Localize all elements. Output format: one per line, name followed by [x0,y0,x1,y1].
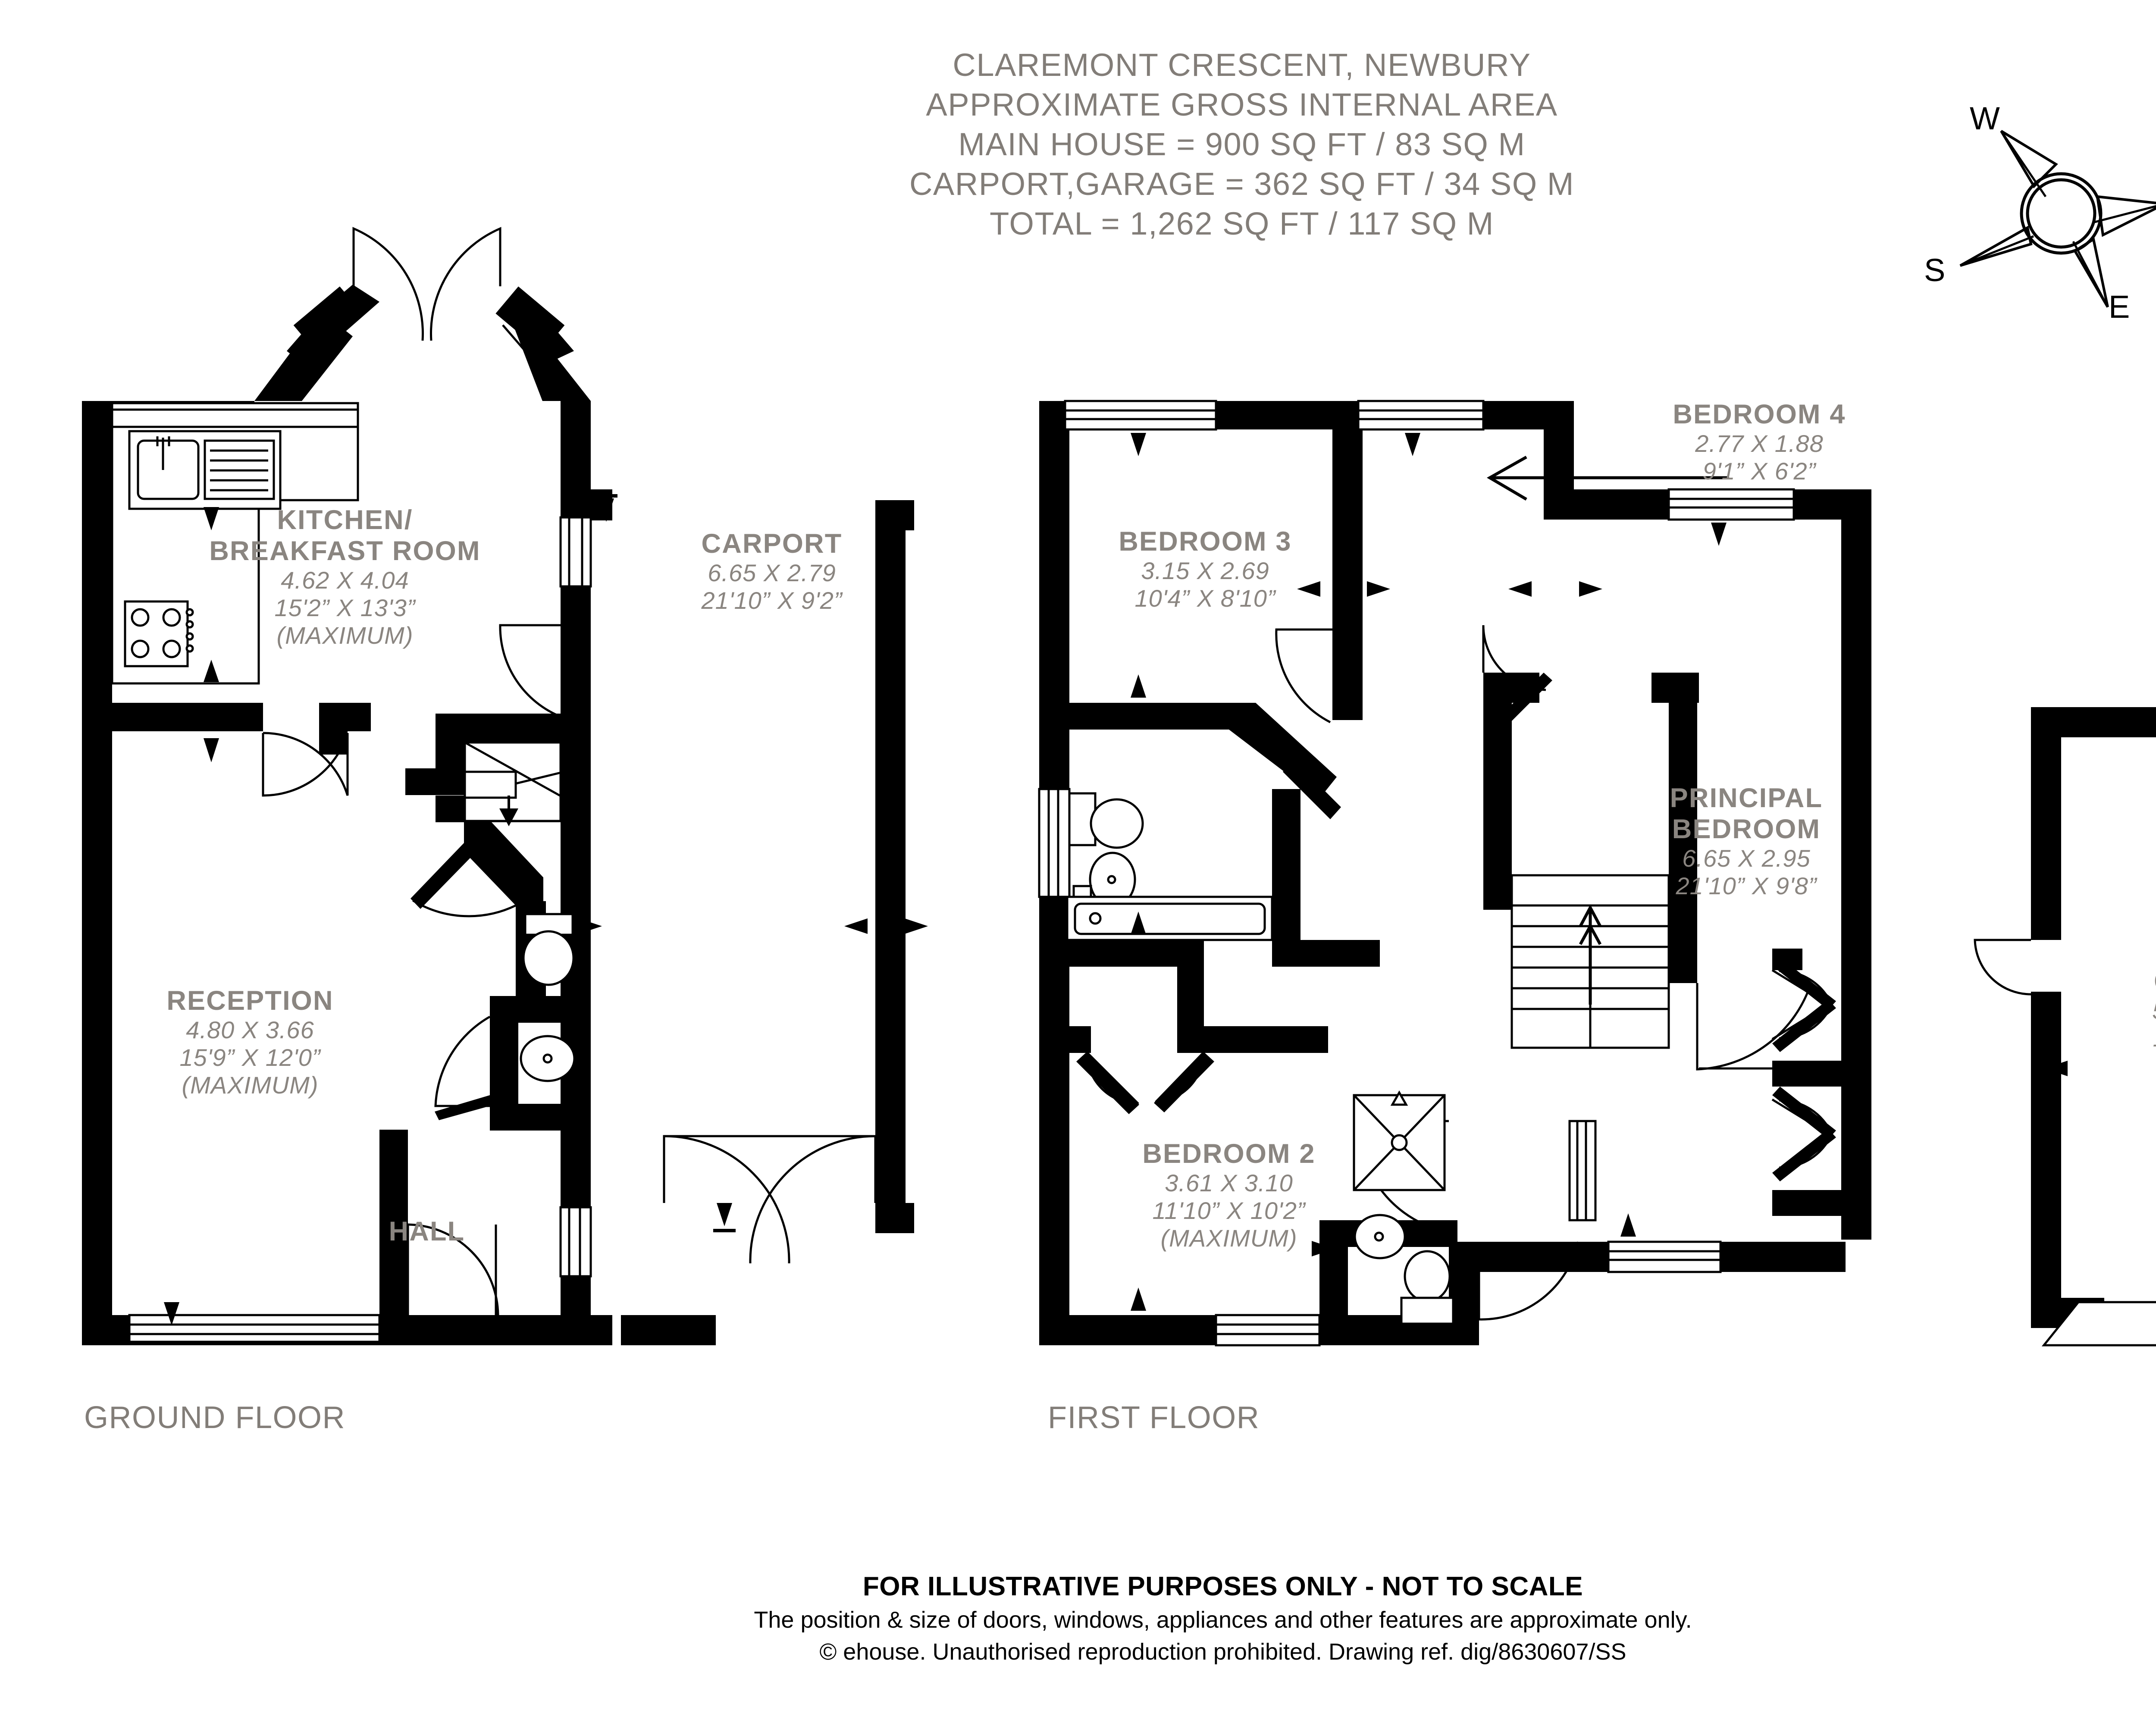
ground-direction-markers [87,494,928,1325]
carport-name: CARPORT [701,529,843,559]
header-main-house-area: MAIN HOUSE = 900 SQ FT / 83 SQ M [958,126,1526,162]
principal-name-line2: BEDROOM [1672,814,1821,844]
principal-bedroom-window [1607,1240,1722,1273]
plan-footer: FOR ILLUSTRATIVE PURPOSES ONLY - NOT TO … [0,1569,2156,1668]
bedroom2-dim-metric: 3.61 X 3.10 [1165,1169,1293,1197]
kitchen-worktop [111,402,359,428]
compass-label-south: S [1924,252,1946,288]
reception-dim-imperial: 15'9” X 12'0” [179,1044,321,1071]
garage-dim-metric: 5.82 X 2.59 [2083,997,2156,1024]
room-label-kitchen: KITCHEN/ BREAKFAST ROOM 4.62 X 4.04 15'2… [181,504,509,649]
room-label-principal-bedroom: PRINCIPAL BEDROOM 6.65 X 2.95 21'10” X 9… [1604,783,1889,900]
bedroom2-name: BEDROOM 2 [1142,1139,1316,1169]
header-carport-garage-area: CARPORT,GARAGE = 362 SQ FT / 34 SQ M [909,166,1575,202]
compass-rose: W N S E [1924,103,2156,323]
garage-main-door [2041,1301,2156,1347]
wc-door-swing [434,1015,491,1107]
reception-name: RECEPTION [166,986,334,1016]
ensuite-wc-cistern [1400,1297,1454,1325]
ensuite-fixtures [1353,1090,1454,1325]
principal-name-line1: PRINCIPAL [1670,783,1823,813]
room-label-bedroom2: BEDROOM 2 3.61 X 3.10 11'10” X 10'2” (MA… [1078,1138,1380,1252]
ensuite-toilet [1404,1250,1451,1303]
principal-dim-metric: 6.65 X 2.95 [1682,845,1811,872]
reception-bottom-window [128,1314,381,1343]
ensuite-door-swing [1478,1241,1579,1321]
reception-dim-note: (MAXIMUM) [182,1071,319,1099]
bedroom4-name: BEDROOM 4 [1673,399,1846,429]
garage-dim-imperial: 19'1” X 8'6” [2083,1024,2156,1052]
kitchen-dim-metric: 4.62 X 4.04 [281,567,409,594]
bay-door-swing-left [352,227,424,341]
compass-label-east: E [2109,289,2130,325]
ground-staircase [464,741,562,827]
bathroom-window [1038,788,1071,898]
first-floor-direction-markers [1044,433,1727,1311]
carport-door-right [749,1135,877,1264]
reception-dim-metric: 4.80 X 3.66 [186,1016,314,1043]
bedroom3-dim-imperial: 10'4” X 8'10” [1134,585,1276,612]
carport-dim-imperial: 21'10” X 9'2” [701,587,843,614]
ground-floor-details [87,227,928,1343]
carport-door-left [663,1135,790,1264]
bedroom2-dim-imperial: 11'10” X 10'2” [1152,1197,1306,1224]
bedroom4-dim-metric: 2.77 X 1.88 [1695,430,1824,457]
reception-double-door-left [262,733,349,797]
bedroom3-dim-metric: 3.15 X 2.69 [1141,557,1269,584]
principal-dim-imperial: 21'10” X 9'8” [1676,872,1817,899]
bathroom-fixtures [1066,792,1273,941]
garage-name: GARAGE [2083,966,2156,997]
bedroom2-window [1215,1314,1321,1347]
hall-name: HALL [389,1216,465,1247]
kitchen-dim-imperial: 15'2” X 13'3” [274,594,416,621]
bedroom4-dim-imperial: 9'1” X 6'2” [1702,457,1816,485]
front-entrance [559,1206,592,1278]
bedroom2-dim-note: (MAXIMUM) [1160,1225,1297,1252]
bedroom4-lower-window [1667,488,1795,521]
bedroom4-leader-arrow [1486,455,1729,501]
kitchen-door-swing [499,624,561,718]
garage-side-door-swing [1974,939,2031,996]
first-floor-staircase [1510,874,1670,1049]
bathroom-toilet [1090,798,1144,849]
reception-double-door-right [263,732,349,796]
ground-floor-caption: GROUND FLOOR [84,1400,346,1435]
carport-dim-metric: 6.65 X 2.79 [708,559,836,586]
ensuite-window [1568,1120,1597,1222]
principal-bedroom-wardrobes [1771,957,1836,1181]
kitchen-side-window [559,516,592,588]
header-total-area: TOTAL = 1,262 SQ FT / 117 SQ M [990,206,1494,241]
garage-details [1974,939,2156,1347]
kitchen-sink-icon [128,430,282,510]
wc-toilet [522,930,575,986]
room-label-carport: CARPORT 6.65 X 2.79 21'10” X 9'2” [638,528,906,614]
footer-disclaimer-body: The position & size of doors, windows, a… [754,1607,1692,1633]
room-label-garage: GARAGE 5.82 X 2.59 19'1” X 8'6” [2083,966,2156,1052]
first-floor-details [1038,400,1836,1347]
first-floor-caption: FIRST FLOOR [1048,1400,1260,1435]
wc-fixtures [520,913,576,1082]
compass-icon [1959,130,2156,308]
bedroom3-door-swing [1275,628,1332,724]
room-label-bedroom3: BEDROOM 3 3.15 X 2.69 10'4” X 8'10” [1067,526,1343,612]
kitchen-hob-icon [124,600,194,667]
bedroom4-top-window [1357,400,1485,431]
bedroom3-window [1064,400,1217,431]
header-area-title: APPROXIMATE GROSS INTERNAL AREA [926,87,1558,122]
room-label-hall: HALL [358,1216,496,1247]
kitchen-bay-window [301,319,548,371]
bay-door-swing-right [430,227,501,341]
plan-header: CLAREMONT CRESCENT, NEWBURY APPROXIMATE … [768,45,1716,244]
kitchen-name-line2: BREAKFAST ROOM [209,536,481,566]
footer-copyright: © ehouse. Unauthorised reproduction proh… [819,1639,1626,1665]
bedroom3-name: BEDROOM 3 [1119,526,1292,557]
room-label-bedroom4: BEDROOM 4 2.77 X 1.88 9'1” X 6'2” [1613,399,1906,485]
room-label-reception: RECEPTION 4.80 X 3.66 15'9” X 12'0” (MAX… [112,985,388,1099]
kitchen-name-line1: KITCHEN/ [277,505,413,535]
header-address: CLAREMONT CRESCENT, NEWBURY [953,47,1531,83]
kitchen-dim-note: (MAXIMUM) [276,622,414,649]
footer-disclaimer-title: FOR ILLUSTRATIVE PURPOSES ONLY - NOT TO … [862,1572,1583,1601]
compass-label-west: W [1970,100,2000,136]
